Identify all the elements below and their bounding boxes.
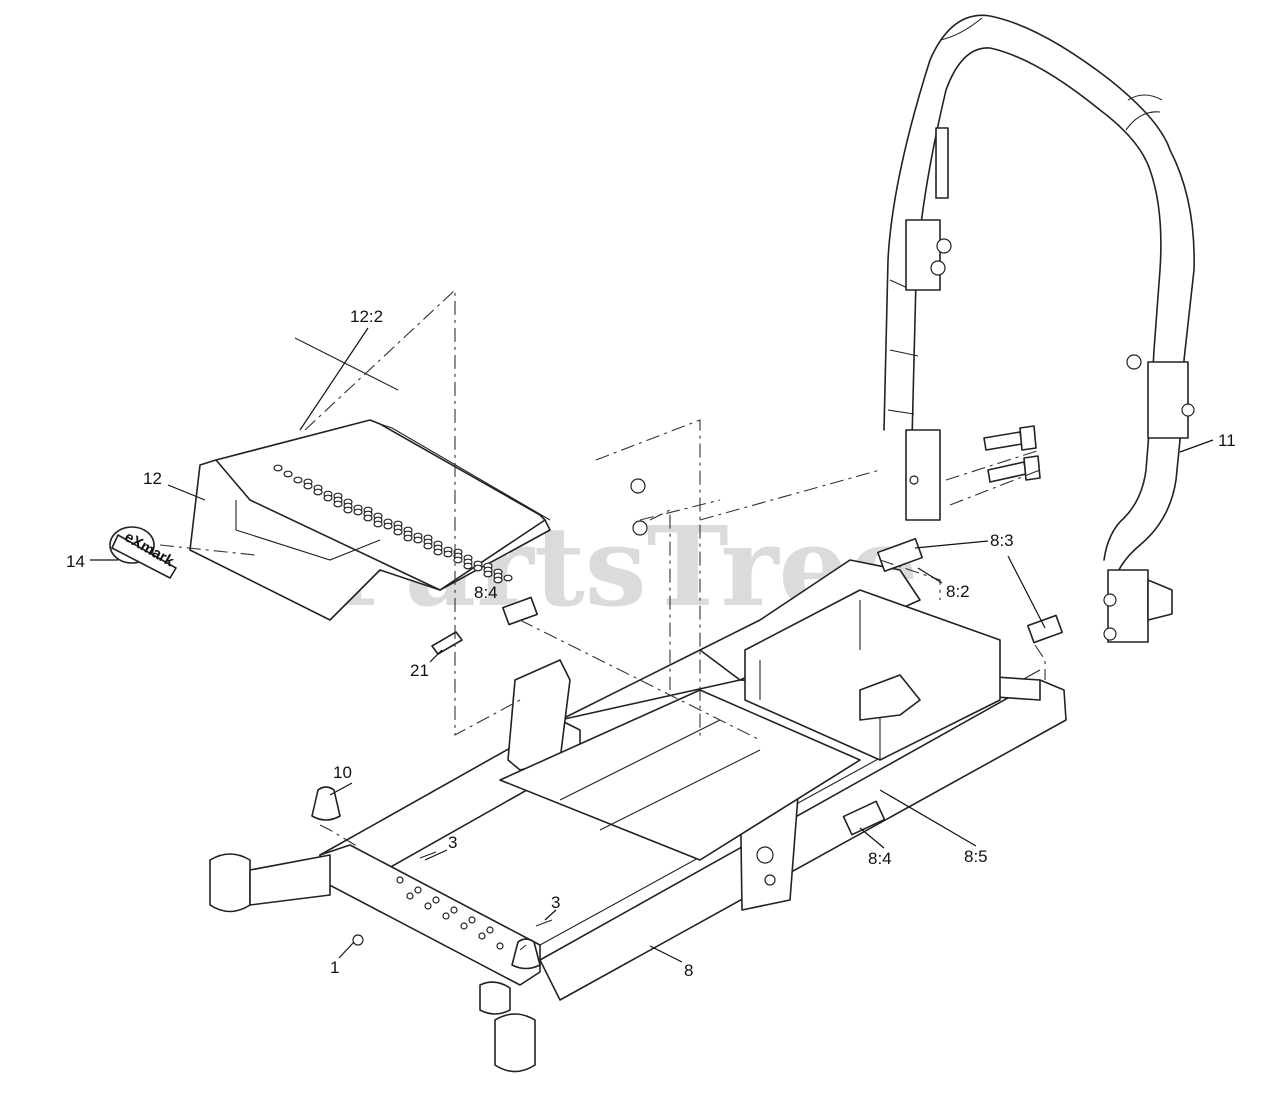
callout-12-2: 12:2	[350, 307, 383, 326]
decal-8-4-bottom	[842, 800, 886, 836]
callout-8-4-top: 8:4	[474, 583, 498, 602]
callout-14: 14	[66, 552, 85, 571]
exmark-logo: eXmark	[109, 526, 177, 579]
part-21	[431, 631, 463, 655]
pan-hole	[383, 522, 393, 530]
callout-8-4-bottom: 8:4	[868, 849, 892, 868]
frame-holes	[396, 876, 504, 950]
decal-8-4-top	[502, 596, 538, 626]
rollbar-pivot-upper	[905, 219, 941, 291]
pan-hole	[473, 564, 483, 572]
frame-hole	[396, 876, 404, 884]
nut-1	[352, 934, 364, 946]
pan-hole	[293, 476, 303, 484]
main-frame	[209, 478, 1067, 1073]
callout-8-3: 8:3	[990, 531, 1014, 550]
rollbar-bolts	[983, 425, 1041, 483]
roll-bar	[883, 14, 1195, 643]
pan-hole	[393, 528, 403, 536]
pan-hole	[433, 548, 443, 556]
frame-hole	[460, 922, 468, 930]
frame-hole	[468, 916, 476, 924]
floor-pan-holes	[273, 464, 513, 584]
pan-hole	[353, 508, 363, 516]
pan-hole	[493, 576, 503, 584]
frame-hole	[496, 942, 504, 950]
pan-hole	[303, 482, 313, 490]
pan-hole	[273, 464, 283, 472]
callout-3-right: 3	[551, 893, 560, 912]
pan-hole	[363, 514, 373, 522]
pan-hole	[333, 500, 343, 508]
pan-hole	[423, 542, 433, 550]
frame-hole	[424, 902, 432, 910]
pan-hole	[413, 536, 423, 544]
frame-hole	[432, 896, 440, 904]
frame-hole	[450, 906, 458, 914]
callout-3-left: 3	[448, 833, 457, 852]
assembly-lines	[159, 288, 1046, 951]
pan-hole	[313, 488, 323, 496]
pan-hole	[503, 574, 513, 582]
frame-hole	[478, 932, 486, 940]
rollbar-decal	[935, 127, 949, 199]
frame-hole	[406, 892, 414, 900]
callout-21: 21	[410, 661, 429, 680]
rollbar-pivot-right	[1147, 361, 1189, 439]
pan-hole	[283, 470, 293, 478]
callout-1: 1	[330, 958, 339, 977]
pan-hole	[483, 570, 493, 578]
callout-8-2: 8:2	[946, 582, 970, 601]
callout-11: 11	[1218, 431, 1236, 450]
callout-10: 10	[333, 763, 352, 782]
caster-right	[494, 1013, 536, 1073]
bumper-10	[311, 786, 341, 821]
pan-hole	[443, 550, 453, 558]
pan-hole	[463, 562, 473, 570]
caster-left	[209, 853, 251, 913]
frame-hole	[486, 926, 494, 934]
pan-hole	[403, 534, 413, 542]
leader-lines	[90, 327, 1214, 963]
pan-hole	[323, 494, 333, 502]
frame-hole	[414, 886, 422, 894]
bumper-front	[511, 938, 541, 970]
callouts: 12:2 12 14 8:4 21 10 3 3 1 8 8:4 8:5 8:3…	[66, 307, 1236, 980]
pan-hole	[453, 556, 463, 564]
decal-8-3	[1027, 614, 1063, 644]
callout-8-5: 8:5	[964, 847, 988, 866]
pan-hole	[343, 506, 353, 514]
floor-pan	[189, 419, 551, 621]
pan-hole	[373, 520, 383, 528]
callout-8: 8	[684, 961, 693, 980]
callout-12: 12	[143, 469, 162, 488]
rollbar-lower-left	[905, 429, 941, 521]
frame-hole	[442, 912, 450, 920]
